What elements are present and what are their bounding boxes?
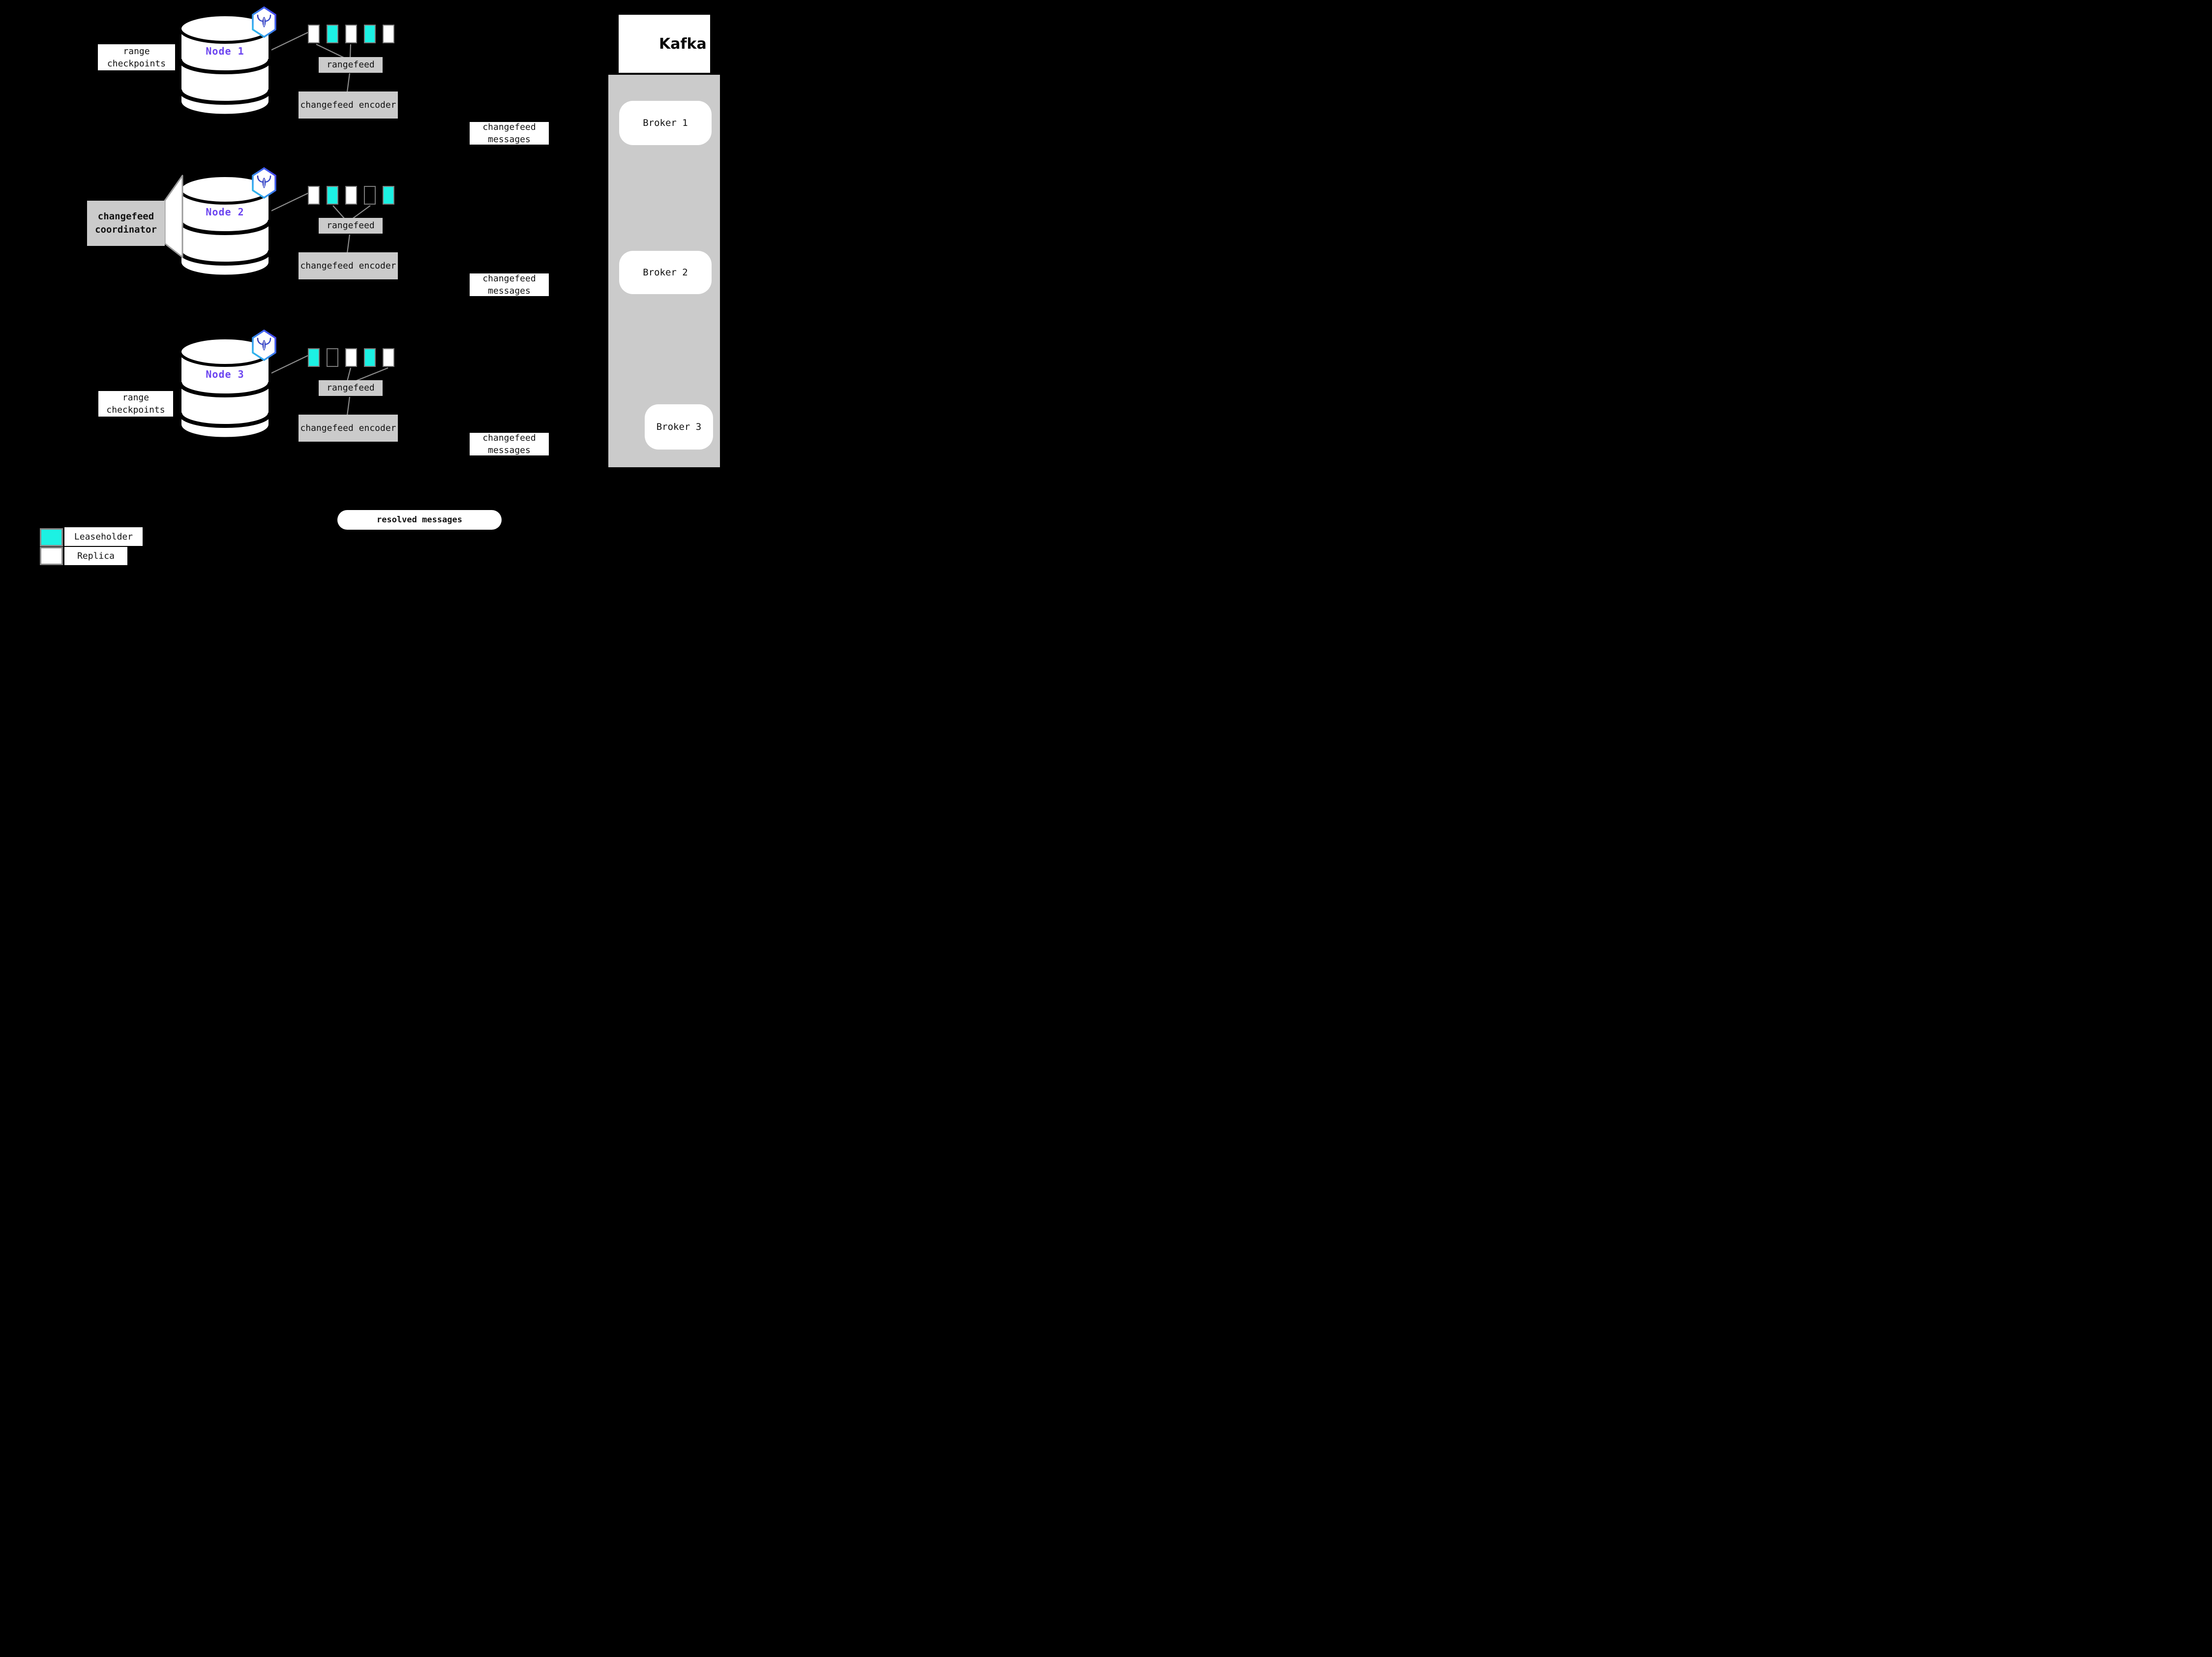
node2-label: Node 2 — [206, 206, 244, 218]
range-box — [308, 348, 320, 367]
range-box — [364, 186, 376, 205]
kafka-broker-2: Broker 2 — [619, 251, 712, 294]
cockroachdb-logo-icon — [252, 329, 276, 362]
range-checkpoints-label-node3: range checkpoints — [98, 391, 173, 417]
changefeed-messages-label-node1: changefeed messages — [470, 122, 549, 145]
node2-connector-lines — [270, 193, 371, 254]
range-box — [345, 186, 357, 205]
changefeed-coordinator-label: changefeed coordinator — [87, 201, 165, 246]
cockroachdb-logo-icon — [252, 6, 276, 38]
range-box — [383, 348, 394, 367]
range-box — [383, 25, 394, 43]
range-box — [327, 348, 338, 367]
kafka-logo-box — [619, 15, 710, 73]
range-box — [327, 186, 338, 205]
legend-replica-label: Replica — [64, 547, 127, 565]
rangefeed-box-node1: rangefeed — [319, 57, 383, 73]
kafka-title: Kafka — [659, 35, 707, 53]
range-box — [383, 186, 394, 205]
changefeed-messages-label-node3: changefeed messages — [470, 433, 549, 455]
node3-label: Node 3 — [206, 368, 244, 380]
changefeed-messages-label-node2: changefeed messages — [470, 273, 549, 296]
range-box — [345, 25, 357, 43]
changefeed-encoder-box-node3: changefeed encoder — [299, 415, 398, 442]
diagram-decor-layer — [164, 6, 720, 440]
range-box — [364, 25, 376, 43]
resolved-messages-label: resolved messages — [337, 510, 502, 530]
node1-database-cylinder — [178, 13, 272, 117]
node1-connector-lines — [270, 32, 352, 92]
range-box — [364, 348, 376, 367]
node3-database-cylinder — [178, 336, 272, 440]
changefeed-encoder-box-node2: changefeed encoder — [299, 252, 398, 279]
changefeed-architecture-diagram: range checkpoints Node 1 rangefeed chang… — [0, 0, 771, 577]
rangefeed-box-node3: rangefeed — [319, 380, 383, 396]
legend-leaseholder-label: Leaseholder — [64, 527, 143, 546]
kafka-broker-1: Broker 1 — [619, 101, 712, 145]
kafka-broker-3: Broker 3 — [645, 404, 713, 450]
legend-leaseholder-swatch — [40, 528, 63, 546]
range-box — [308, 25, 320, 43]
coordinator-flap-shape — [164, 175, 183, 258]
range-box — [345, 348, 357, 367]
rangefeed-box-node2: rangefeed — [319, 218, 383, 234]
cockroachdb-logo-icon — [252, 167, 276, 199]
range-checkpoints-label-node1: range checkpoints — [98, 44, 175, 70]
legend-replica-swatch — [40, 547, 63, 565]
node1-label: Node 1 — [206, 45, 244, 57]
node3-connector-lines — [270, 355, 389, 416]
changefeed-encoder-box-node1: changefeed encoder — [299, 91, 398, 119]
range-box — [327, 25, 338, 43]
range-box — [308, 186, 320, 205]
